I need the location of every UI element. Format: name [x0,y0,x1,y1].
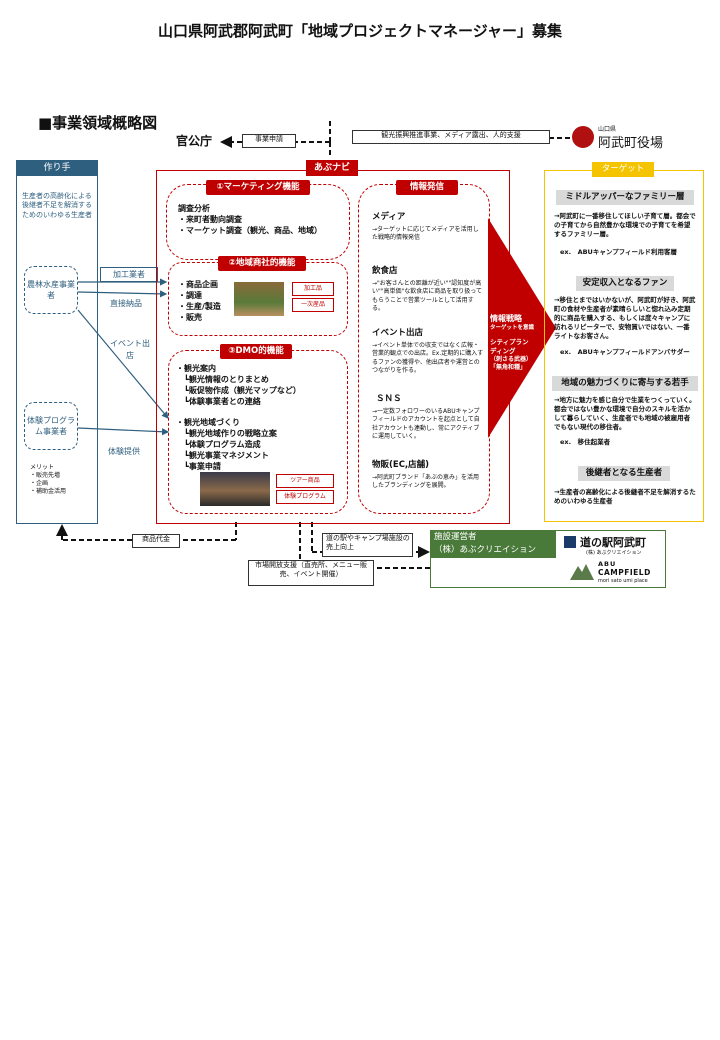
target-2-heading: 安定収入となるファン [576,276,674,291]
page-title: 山口県阿武郡阿武町「地域プロジェクトマネージャー」募集 [158,22,562,40]
operator-line-2: （株）あぶクリエイション [434,545,537,555]
info-label: 情報発信 [396,180,458,195]
campfield-sub: mori sato umi place [598,578,648,584]
dmo-item-8: ┗体験プログラム造成 [184,440,261,449]
abu-text: ABU [598,560,617,568]
arrow-line-3: シティプランディング [490,338,529,355]
target-4-text: →生産者の高齢化による後継者不足を解消するためのいわゆる生産者 [554,488,696,506]
dmo-item-1: ・観光案内 [176,364,216,373]
arrow-line-5: 「無角和種」 [490,363,527,371]
dmo-label: ③DMO的機能 [220,344,292,359]
dmo-item-2: ┗観光情報のとりまとめ [184,375,269,384]
shosha-item-2: ・調達 [178,291,202,300]
media-heading: メディア [372,212,406,222]
target-3-heading: 地域の魅力づくりに寄与する若手 [552,376,698,391]
merit-3: ・補助金活用 [30,488,67,495]
event-label: イベント出店 [110,339,150,360]
farm-box: 農林水産事業者 [24,266,78,314]
michi-sales-label: 道の駅やキャンプ場施設の売上向上 [322,533,413,557]
michi-logo-icon [564,536,576,548]
campfield-text: CAMPFIELD [598,568,651,577]
chokusetsu-label: 直接納品 [110,299,142,308]
town-small-label: 山口県 [598,126,617,133]
shohin-daikin-label: 商品代金 [132,534,180,548]
taiken-label: 体験提供 [108,447,140,456]
dmo-item-9: ┗観光事業マネジメント [184,451,269,460]
town-seal-icon [572,126,594,148]
arrow-line-2: ターゲットを意識 [490,324,535,331]
dmo-item-3: ┗販促物作成（観光マップなど） [184,386,301,395]
michi-logo-sub: (株) あぶクリエイション [586,550,642,556]
tsukurite-desc: 生産者の高齢化による後継者不足を解消するためのいわゆる生産者 [22,192,92,219]
event-heading: イベント出店 [372,328,424,338]
target-3-ex: ex. 移住起業者 [560,438,611,446]
target-1-heading: ミドルアッパーなファミリー層 [556,190,694,205]
arrow-line-4: （刺さる武器） [490,355,533,363]
dmo-item-6: ・観光地域づくり [176,418,240,427]
kakouhin-tag: 加工品 [292,282,334,296]
market-support-label: 市場開放支援（直売所、メニュー販売、イベント開催） [248,560,374,586]
merit-2: ・企画 [30,480,49,487]
operator-line-1: 施設運営者 [434,532,477,542]
marketing-item-2: ・来町者動向調査 [178,215,242,224]
target-2-text: →移住とまではいかないが、阿武町が好き、阿武町の食材や生産者が素晴らしいと惚れ込… [554,296,696,341]
marketing-label: ①マーケティング機能 [206,180,310,195]
ec-text: →阿武町ブランド「あぶの恵み」を活用したブランディングを展開。 [372,474,480,490]
ec-heading: 物販(EC,店舗) [372,460,430,470]
event-text: →イベント単体での収支ではなく広報・営業的観点での出店。Ex.定期的に購入するフ… [372,342,484,375]
town-name-label: 阿武町役場 [598,136,664,151]
dmo-item-7: ┗観光地域作りの戦略立案 [184,429,277,438]
taiken-tag: 体験プログラム [276,490,334,504]
kakou-label: 加工業者 [100,267,158,282]
food-text: →"お客さんとの距離が近い""認知度が高い""高単価"な飲食店に商品を取り扱って… [372,280,482,313]
marketing-item-1: 調査分析 [178,204,210,213]
section-title: ■事業領域概略図 [38,114,158,132]
kanko-support-label: 観光振興推進事業、メディア露出、人的支援 [352,130,550,144]
target-2-ex: ex. ABUキャンプフィールドアンバサダー [560,348,690,356]
jigyo-shinsei-label: 事業申請 [242,134,296,148]
kankocho-label: 官公庁 [176,134,213,148]
product-photo [234,282,284,316]
dmo-item-4: ┗体験事業者との連絡 [184,397,261,406]
marketing-item-3: ・マーケット調査（観光、商品、地域） [178,226,322,235]
target-3-text: →地方に魅力を感じ自分で生業をつくっていく。都会ではない豊かな環境で自分のスキル… [554,396,696,432]
arrow-line-1: 情報戦略 [490,314,522,323]
experience-box: 体験プログラム事業者 [24,402,78,450]
target-header: ターゲット [592,162,654,177]
ichiji-tag: 一次産品 [292,298,334,312]
media-text: →ターゲットに応じてメディアを活用した戦略的情報発信 [372,226,479,242]
sns-heading: ＳＮＳ [376,394,402,404]
merit-1: ・販売先増 [30,472,61,479]
strategy-arrow-icon [488,218,556,438]
target-1-ex: ex. ABUキャンプフィールド利用客層 [560,248,678,256]
shosha-item-1: ・商品企画 [178,280,218,289]
tour-photo [200,472,270,506]
shosha-item-4: ・販売 [178,313,202,322]
mountain-logo-icon [570,564,594,580]
target-4-heading: 後継者となる生産者 [578,466,670,481]
abunavi-header: あぶナビ [306,160,358,176]
operator-header: 施設運営者 （株）あぶクリエイション [430,530,556,558]
arrow-text: 情報戦略 ターゲットを意識 シティプランディング （刺さる武器） 「無角和種」 [490,314,534,372]
michi-logo-text: 道の駅阿武町 [580,536,646,549]
merit-title: メリット [30,464,55,471]
sns-text: →一定数フォロワーのいるABUキャンプフィールドのアカウントを起点として自社アカ… [372,408,480,441]
tour-tag: ツアー商品 [276,474,334,488]
food-heading: 飲食店 [372,266,398,276]
tsukurite-header: 作り手 [16,160,98,176]
dmo-item-10: ┗事業申請 [184,462,221,471]
target-1-text: →阿武町に一番移住してほしい子育て層。都会での子育てから自然豊かな環境での子育て… [554,212,696,239]
shosha-item-3: ・生産/製造 [178,302,221,311]
shosha-label: ②地域商社的機能 [218,256,306,271]
